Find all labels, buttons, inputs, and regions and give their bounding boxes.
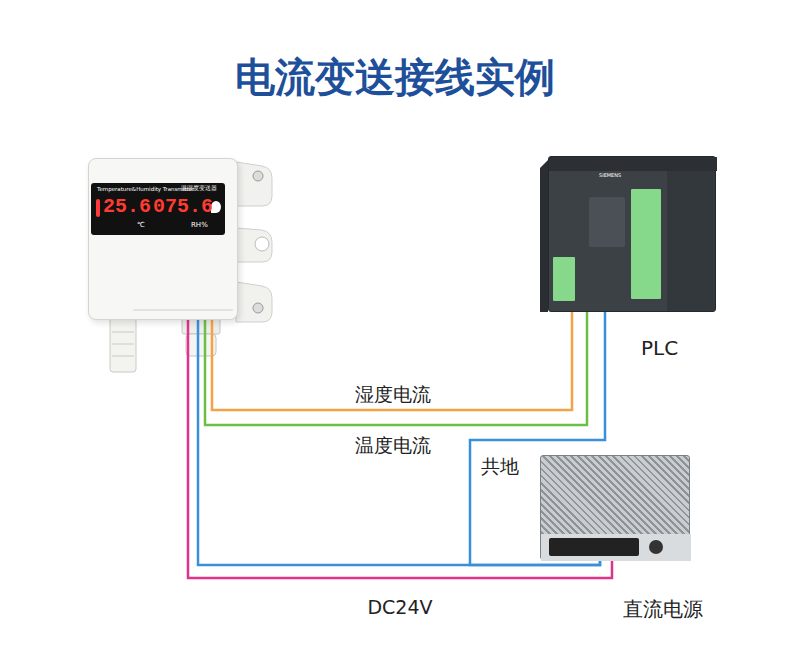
transmitter-housing: Temperature&Humidity Transmitter温湿度变送器 25… [88, 158, 238, 320]
plc-cover [589, 197, 625, 247]
screw [253, 171, 263, 181]
mounting-tab [236, 228, 272, 262]
device-name: PLC [641, 337, 678, 360]
housing-rib [133, 309, 233, 311]
wire-label: 共地 [478, 455, 522, 478]
sensor-probe [110, 318, 136, 372]
trim-pot [649, 540, 663, 554]
mounting-tab [236, 162, 272, 206]
model-text: 温湿度变送器 [181, 185, 217, 192]
power-supply: 直流电源 [540, 455, 690, 560]
brand-text: SIEMENS [599, 173, 621, 179]
terminal-block [549, 538, 639, 556]
device-name: 直流电源 [623, 598, 703, 621]
probe-slot [112, 344, 134, 345]
thermometer-icon [96, 199, 100, 217]
wire [205, 312, 587, 425]
probe-slot [112, 332, 134, 333]
plc-module: PLCSIEMENS [548, 156, 716, 312]
unit-text: ℃ [137, 221, 145, 229]
probe-slot [112, 356, 134, 357]
display-digits: 25.6 [103, 195, 151, 218]
model-text: Temperature&Humidity Transmitter [97, 186, 194, 192]
wire-label: 温度电流 [352, 434, 434, 457]
wire-label: DC24V [364, 596, 435, 619]
wire-label: 湿度电流 [352, 383, 434, 406]
wire [212, 312, 572, 410]
plc-side [540, 160, 548, 312]
title: 电流变送接线实例 [0, 50, 790, 105]
plc-top [549, 157, 717, 171]
mount-hole [255, 237, 269, 251]
terminal-strip [553, 257, 575, 301]
mounting-tab [236, 282, 272, 322]
screw [253, 303, 263, 313]
unit-text: RH% [191, 221, 208, 229]
terminal-strip [631, 189, 661, 299]
display-digits: 075.6 [153, 195, 213, 218]
plc-side-panel [667, 171, 715, 311]
